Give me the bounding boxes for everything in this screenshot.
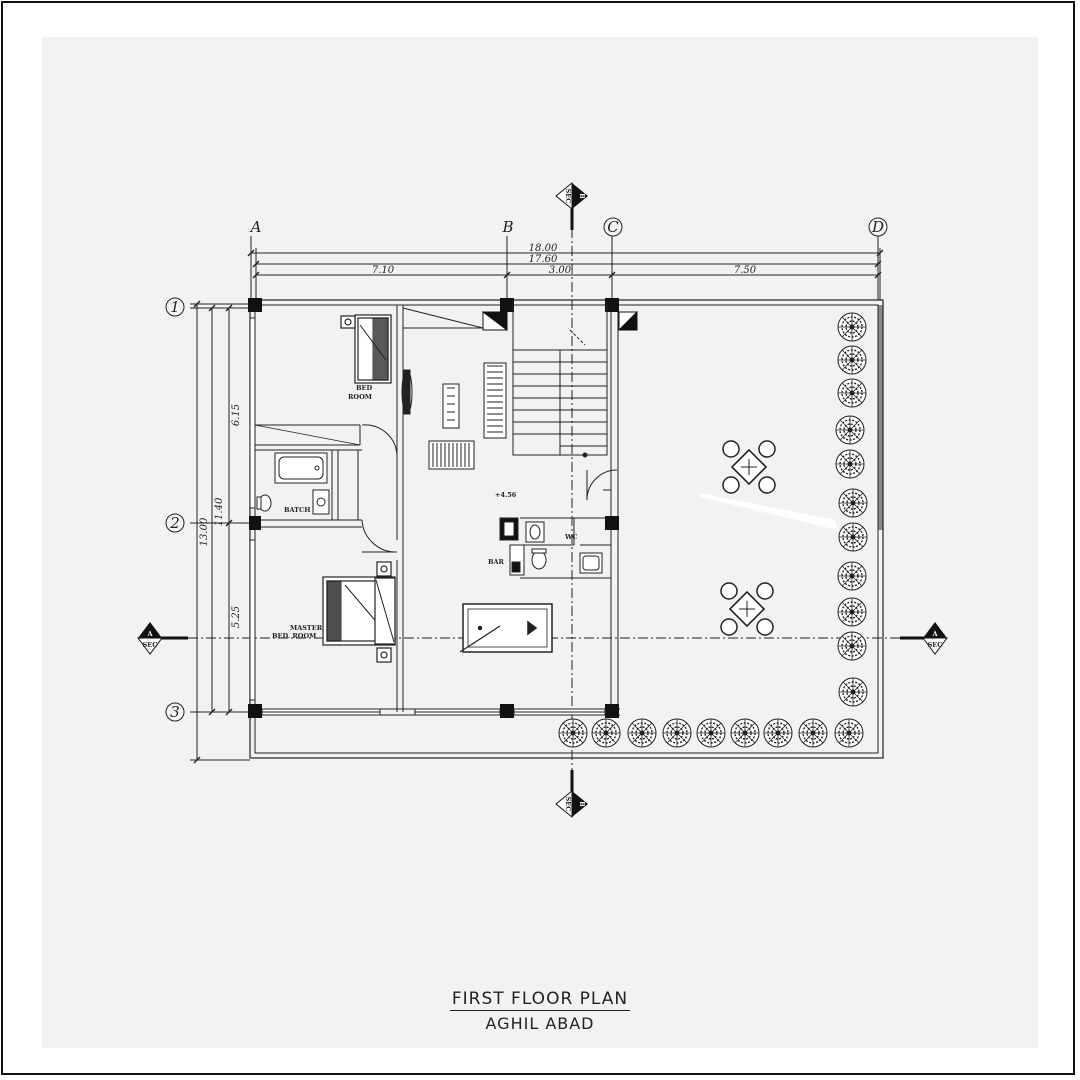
grid-bubble-d	[868, 217, 888, 237]
section-a-right-sub: SEC	[928, 641, 943, 649]
drawing-subtitle: AGHIL ABAD	[485, 1014, 595, 1033]
left-dimensions	[190, 300, 250, 764]
bedroom-label-line1: BED	[356, 384, 372, 392]
bar-label: BAR	[488, 558, 505, 566]
bedroom-door	[361, 424, 618, 553]
grid-column-b: B	[501, 218, 513, 236]
bathroom-fixtures	[256, 452, 330, 515]
section-b-bottom-label: B	[578, 801, 586, 807]
billiard-table	[459, 603, 553, 653]
dim-c-to-d: 7.50	[734, 265, 757, 276]
master-bed	[322, 561, 396, 663]
section-a-left-sub: SEC	[143, 641, 158, 649]
grid-row-1: 1	[170, 298, 180, 316]
grid-column-d: D	[871, 218, 884, 236]
dim-vertical-overall-outer: 13.00	[199, 517, 210, 546]
hall-furniture	[401, 362, 507, 470]
bar-fixtures	[499, 517, 603, 576]
section-a-right-label: A	[931, 630, 938, 638]
section-b-top-sub: SEC	[564, 189, 572, 204]
bath-label: BATCH	[284, 506, 310, 514]
grid-bubble-2	[165, 513, 185, 533]
row3-windows	[249, 317, 606, 716]
staircase	[402, 304, 608, 458]
grid-bubble-3	[165, 702, 185, 722]
section-b-top-label: B	[578, 193, 586, 199]
section-b-bottom-sub: SEC	[564, 797, 572, 812]
dim-r1-to-r2: 6.15	[231, 404, 242, 426]
grid-row-3: 3	[170, 703, 180, 721]
duct-shafts	[481, 310, 638, 331]
grid-bubble-c	[603, 217, 623, 237]
bedroom-label-line2: ROOM	[348, 393, 372, 401]
dim-b-to-c: 3.00	[549, 265, 572, 276]
dim-a-to-b: 7.10	[372, 265, 395, 276]
level-marker: +4.56	[495, 491, 517, 499]
master-label-line2: BED. ROOM	[272, 632, 316, 640]
dim-r2-to-r3: 5.25	[231, 606, 242, 628]
master-label-line1: MASTER	[290, 624, 323, 632]
light-glare	[700, 493, 838, 530]
building-walls	[249, 299, 884, 759]
grid-column-a: A	[249, 218, 262, 236]
drawing-title: FIRST FLOOR PLAN	[449, 989, 631, 1011]
wc-label: WC	[564, 533, 577, 541]
top-dimensions	[247, 236, 884, 300]
grid-row-2: 2	[169, 514, 180, 532]
bedroom-bed	[340, 314, 392, 384]
right-parapet	[878, 305, 883, 530]
section-a-left-label: A	[146, 630, 153, 638]
grid-column-c: C	[607, 218, 619, 236]
section-line-b	[555, 181, 588, 819]
dim-overall-inner: 17.60	[529, 254, 558, 265]
terrace-table-sets	[720, 440, 776, 636]
structural-columns	[248, 298, 619, 718]
dim-vertical-overall-inner: 11.40	[214, 497, 225, 526]
dim-overall-outer: 18.00	[529, 243, 558, 254]
grid-bubble-1	[165, 297, 185, 317]
